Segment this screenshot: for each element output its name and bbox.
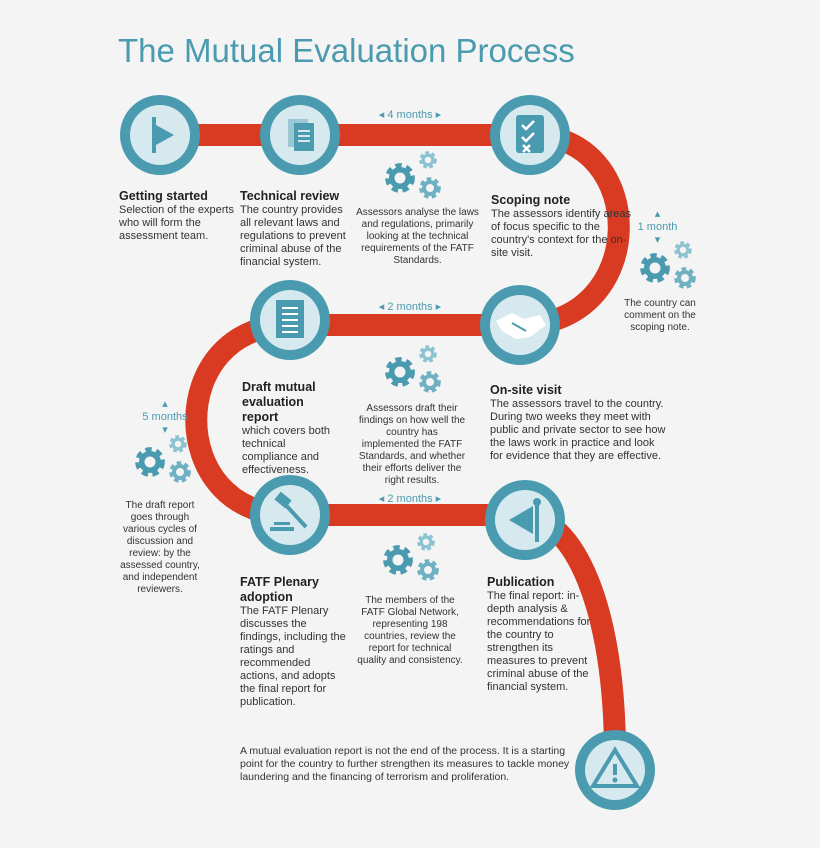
gear-icon	[640, 253, 670, 283]
duration-2-months-a: ◂ 2 months ▸	[378, 301, 442, 313]
duration-2-months-b: ◂ 2 months ▸	[378, 493, 442, 505]
step-circle	[250, 280, 330, 360]
page-title: The Mutual Evaluation Process	[118, 32, 575, 69]
step-circle	[260, 95, 340, 175]
note-draft: Assessors draft their findings on how we…	[358, 403, 466, 486]
gear-icon	[419, 177, 441, 199]
gear-icon	[169, 435, 187, 453]
step-circle	[480, 285, 560, 365]
step-circle	[575, 730, 655, 810]
warning-icon	[589, 746, 641, 788]
step-circle	[120, 95, 200, 175]
checklist-icon	[516, 115, 544, 153]
report-icon	[276, 300, 304, 338]
gear-icon	[417, 533, 435, 551]
step-circle	[485, 480, 565, 560]
duration-4-months: ◂ 4 months ▸	[378, 109, 442, 121]
note-scoping: The country can comment on the scoping n…	[624, 298, 696, 333]
gear-icon	[385, 163, 415, 193]
note-global-network: The members of the FATF Global Network, …	[357, 595, 463, 666]
step-circle	[490, 95, 570, 175]
documents-icon	[288, 119, 314, 151]
note-review-cycles: The draft report goes through various cy…	[120, 500, 200, 595]
red-timeline	[160, 124, 630, 756]
duration-5-months: ▴5 months▾	[142, 398, 188, 436]
gear-icon	[383, 545, 413, 575]
footer-note: A mutual evaluation report is not the en…	[240, 745, 570, 783]
gavel-icon	[270, 491, 308, 531]
gear-icon	[419, 345, 437, 363]
flag-icon	[152, 117, 174, 153]
handshake-icon	[496, 313, 546, 339]
gear-icon	[385, 357, 415, 387]
step-circle	[250, 475, 330, 555]
gear-icon	[169, 461, 191, 483]
duration-1-month: ▴1 month▾	[637, 208, 678, 246]
note-technical-review: Assessors analyse the laws and regulatio…	[356, 207, 479, 266]
gear-icon	[674, 267, 696, 289]
gear-icon	[419, 371, 441, 393]
megaphone-icon	[509, 498, 541, 542]
gear-icon	[417, 559, 439, 581]
gear-icon	[135, 447, 165, 477]
gear-icon	[419, 151, 437, 169]
gear-icon	[674, 241, 692, 259]
